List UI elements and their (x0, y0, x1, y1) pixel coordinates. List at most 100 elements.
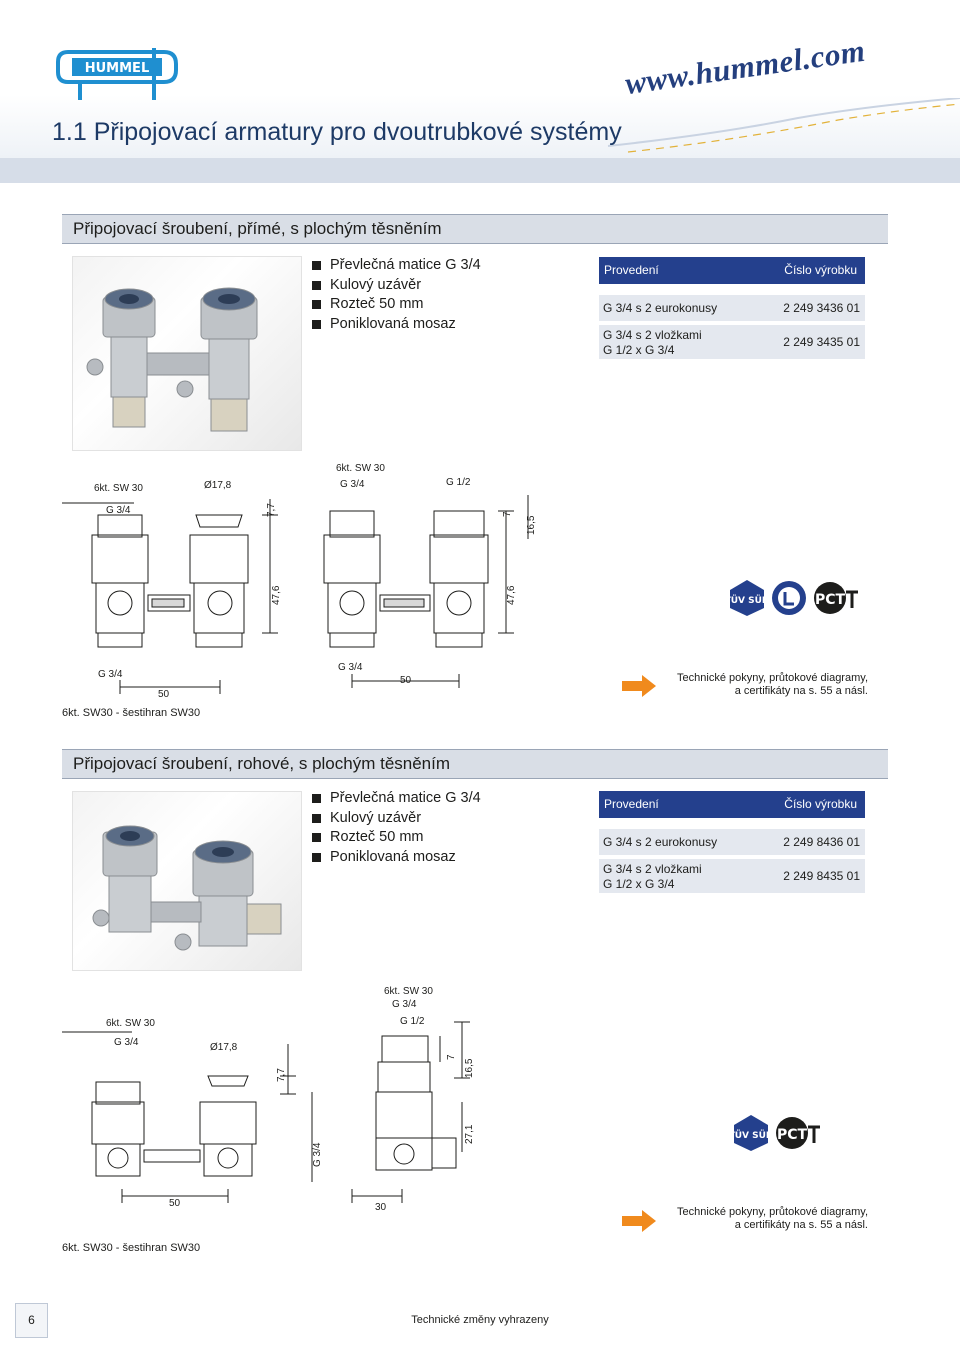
variant-cell-line2: G 1/2 x G 3/4 (603, 877, 675, 891)
label-thread-left: G 3/4 (114, 1037, 139, 1048)
bullet-icon (312, 833, 321, 843)
label-thread-right: G 3/4 (392, 999, 417, 1010)
label-height-77: 7,7 (266, 503, 277, 517)
page-number-box (15, 1303, 48, 1338)
variant-cell: G 3/4 s 2 eurokonusy (603, 835, 718, 849)
label-thread-right: G 3/4 (340, 479, 365, 490)
spec-table-row: G 3/4 s 2 eurokonusy 2 249 3436 01 (599, 295, 865, 321)
legend-caption: 6kt. SW30 - šestihran SW30 (62, 707, 201, 719)
label-thread-left: G 3/4 (106, 505, 131, 516)
code-cell: 2 249 3436 01 (783, 301, 860, 315)
code-cell: 2 249 3435 01 (783, 335, 860, 349)
label-pitch-left: 50 (158, 689, 170, 700)
arrow-right-icon (622, 675, 656, 697)
label-hex-right: 6kt. SW 30 (384, 986, 433, 997)
bullet-icon (312, 300, 321, 310)
feature-item: Kulový uzávěr (312, 276, 481, 296)
spec-table-row: G 3/4 s 2 vložkami G 1/2 x G 3/4 2 249 3… (599, 325, 865, 359)
bullet-icon (312, 261, 321, 271)
tuv-sud-icon: TÜV SÜD (728, 580, 766, 616)
label-height-476-right: 47,6 (506, 585, 517, 605)
reference-note: Technické pokyny, průtokové diagramy, a … (677, 672, 868, 698)
note-line: a certifikáty na s. 55 a násl. (734, 685, 868, 697)
label-height-271: 27,1 (464, 1124, 475, 1144)
spec-table: Provedení Číslo výrobku G 3/4 s 2 euroko… (599, 257, 865, 359)
code-cell: 2 249 8435 01 (783, 869, 860, 883)
label-height-77: 7,7 (276, 1068, 287, 1082)
label-hex-right: 6kt. SW 30 (336, 463, 385, 474)
variant-cell-line2: G 1/2 x G 3/4 (603, 343, 675, 357)
certification-logos: TÜV SÜD PCT (728, 578, 860, 618)
spec-table: Provedení Číslo výrobku G 3/4 s 2 euroko… (599, 791, 865, 893)
tuv-sud-icon: TÜV SÜD (732, 1115, 770, 1151)
spec-table-row: G 3/4 s 2 eurokonusy 2 249 8436 01 (599, 829, 865, 855)
column-header-code: Číslo výrobku (784, 263, 857, 277)
variant-cell: G 3/4 s 2 vložkami (603, 862, 702, 876)
svg-text:PCT: PCT (815, 592, 846, 608)
label-insert-thread: G 1/2 (446, 477, 471, 488)
column-header-variant: Provedení (604, 797, 659, 811)
feature-item: Poniklovaná mosaz (312, 315, 481, 335)
code-cell: 2 249 8436 01 (783, 835, 860, 849)
svg-text:PCT: PCT (777, 1127, 808, 1143)
hummel-logo: HUMMEL (56, 48, 178, 100)
label-pitch-right: 50 (400, 675, 412, 686)
section-title-bar: Připojovací šroubení, rohové, s plochým … (62, 749, 888, 779)
variant-cell: G 3/4 s 2 eurokonusy (603, 301, 718, 315)
spec-table-row: G 3/4 s 2 vložkami G 1/2 x G 3/4 2 249 8… (599, 859, 865, 893)
label-pitch-right: 30 (375, 1202, 387, 1213)
bullet-icon (312, 794, 321, 804)
feature-list: Převlečná matice G 3/4 Kulový uzávěr Roz… (312, 256, 481, 334)
label-diameter: Ø17,8 (210, 1042, 238, 1053)
variant-cell: G 3/4 s 2 vložkami (603, 328, 702, 342)
gost-icon (772, 581, 806, 615)
label-thread-bottom-left: G 3/4 (98, 669, 123, 680)
note-line: Technické pokyny, průtokové diagramy, (677, 1206, 868, 1218)
header-background (0, 0, 960, 158)
bullet-icon (312, 280, 321, 290)
feature-item: Převlečná matice G 3/4 (312, 256, 481, 276)
logo-wordmark: HUMMEL (85, 61, 149, 76)
feature-item: Převlečná matice G 3/4 (312, 789, 481, 809)
label-hex-left: 6kt. SW 30 (106, 1018, 155, 1029)
svg-text:HUMMEL: HUMMEL (85, 61, 149, 76)
page-number: 6 (28, 1313, 35, 1327)
feature-item: Rozteč 50 mm (312, 295, 481, 315)
technical-drawing-angled: 6kt. SW 30 G 3/4 Ø17,8 7,7 G 3/4 50 6kt.… (62, 986, 475, 1213)
label-thread-bottom-right: G 3/4 (338, 662, 363, 673)
spec-table-header: Provedení Číslo výrobku (599, 257, 865, 284)
label-insert-thread: G 1/2 (400, 1016, 425, 1027)
svg-text:TÜV SÜD: TÜV SÜD (728, 595, 766, 606)
product-photo-angled (72, 791, 302, 971)
page-title: 1.1 Připojovací armatury pro dvoutrubkov… (52, 118, 622, 146)
feature-item: Poniklovaná mosaz (312, 848, 481, 868)
label-side-thread: G 3/4 (312, 1142, 323, 1167)
svg-text:TÜV SÜD: TÜV SÜD (732, 1130, 770, 1141)
legend-caption: 6kt. SW30 - šestihran SW30 (62, 1242, 201, 1254)
pct-icon: PCT (814, 582, 858, 614)
footer-disclaimer: Technické změny vyhrazeny (411, 1314, 549, 1326)
label-hex-left: 6kt. SW 30 (94, 483, 143, 494)
label-height-165: 16,5 (464, 1058, 475, 1078)
label-height-7: 7 (446, 1054, 457, 1060)
certification-logos: TÜV SÜD PCT (732, 1113, 822, 1153)
label-diameter: Ø17,8 (204, 480, 232, 491)
bullet-icon (312, 813, 321, 823)
feature-item: Rozteč 50 mm (312, 828, 481, 848)
feature-item: Kulový uzávěr (312, 809, 481, 829)
bullet-icon (312, 852, 321, 862)
label-height-165: 16,5 (526, 515, 537, 535)
label-height-7: 7 (502, 511, 513, 517)
feature-list: Převlečná matice G 3/4 Kulový uzávěr Roz… (312, 789, 481, 867)
product-photo-straight (72, 256, 302, 451)
pct-icon: PCT (776, 1117, 820, 1149)
column-header-variant: Provedení (604, 263, 659, 277)
section-title: Připojovací šroubení, přímé, s plochým t… (73, 219, 442, 238)
reference-note: Technické pokyny, průtokové diagramy, a … (677, 1206, 868, 1232)
swoosh-decoration (607, 98, 960, 153)
note-line: a certifikáty na s. 55 a násl. (734, 1219, 868, 1231)
bullet-icon (312, 319, 321, 329)
note-line: Technické pokyny, průtokové diagramy, (677, 672, 868, 684)
section-title: Připojovací šroubení, rohové, s plochým … (73, 754, 451, 773)
technical-drawing-straight: 6kt. SW 30 Ø17,8 G 3/4 7,7 47,6 G 3/4 50… (62, 463, 537, 700)
